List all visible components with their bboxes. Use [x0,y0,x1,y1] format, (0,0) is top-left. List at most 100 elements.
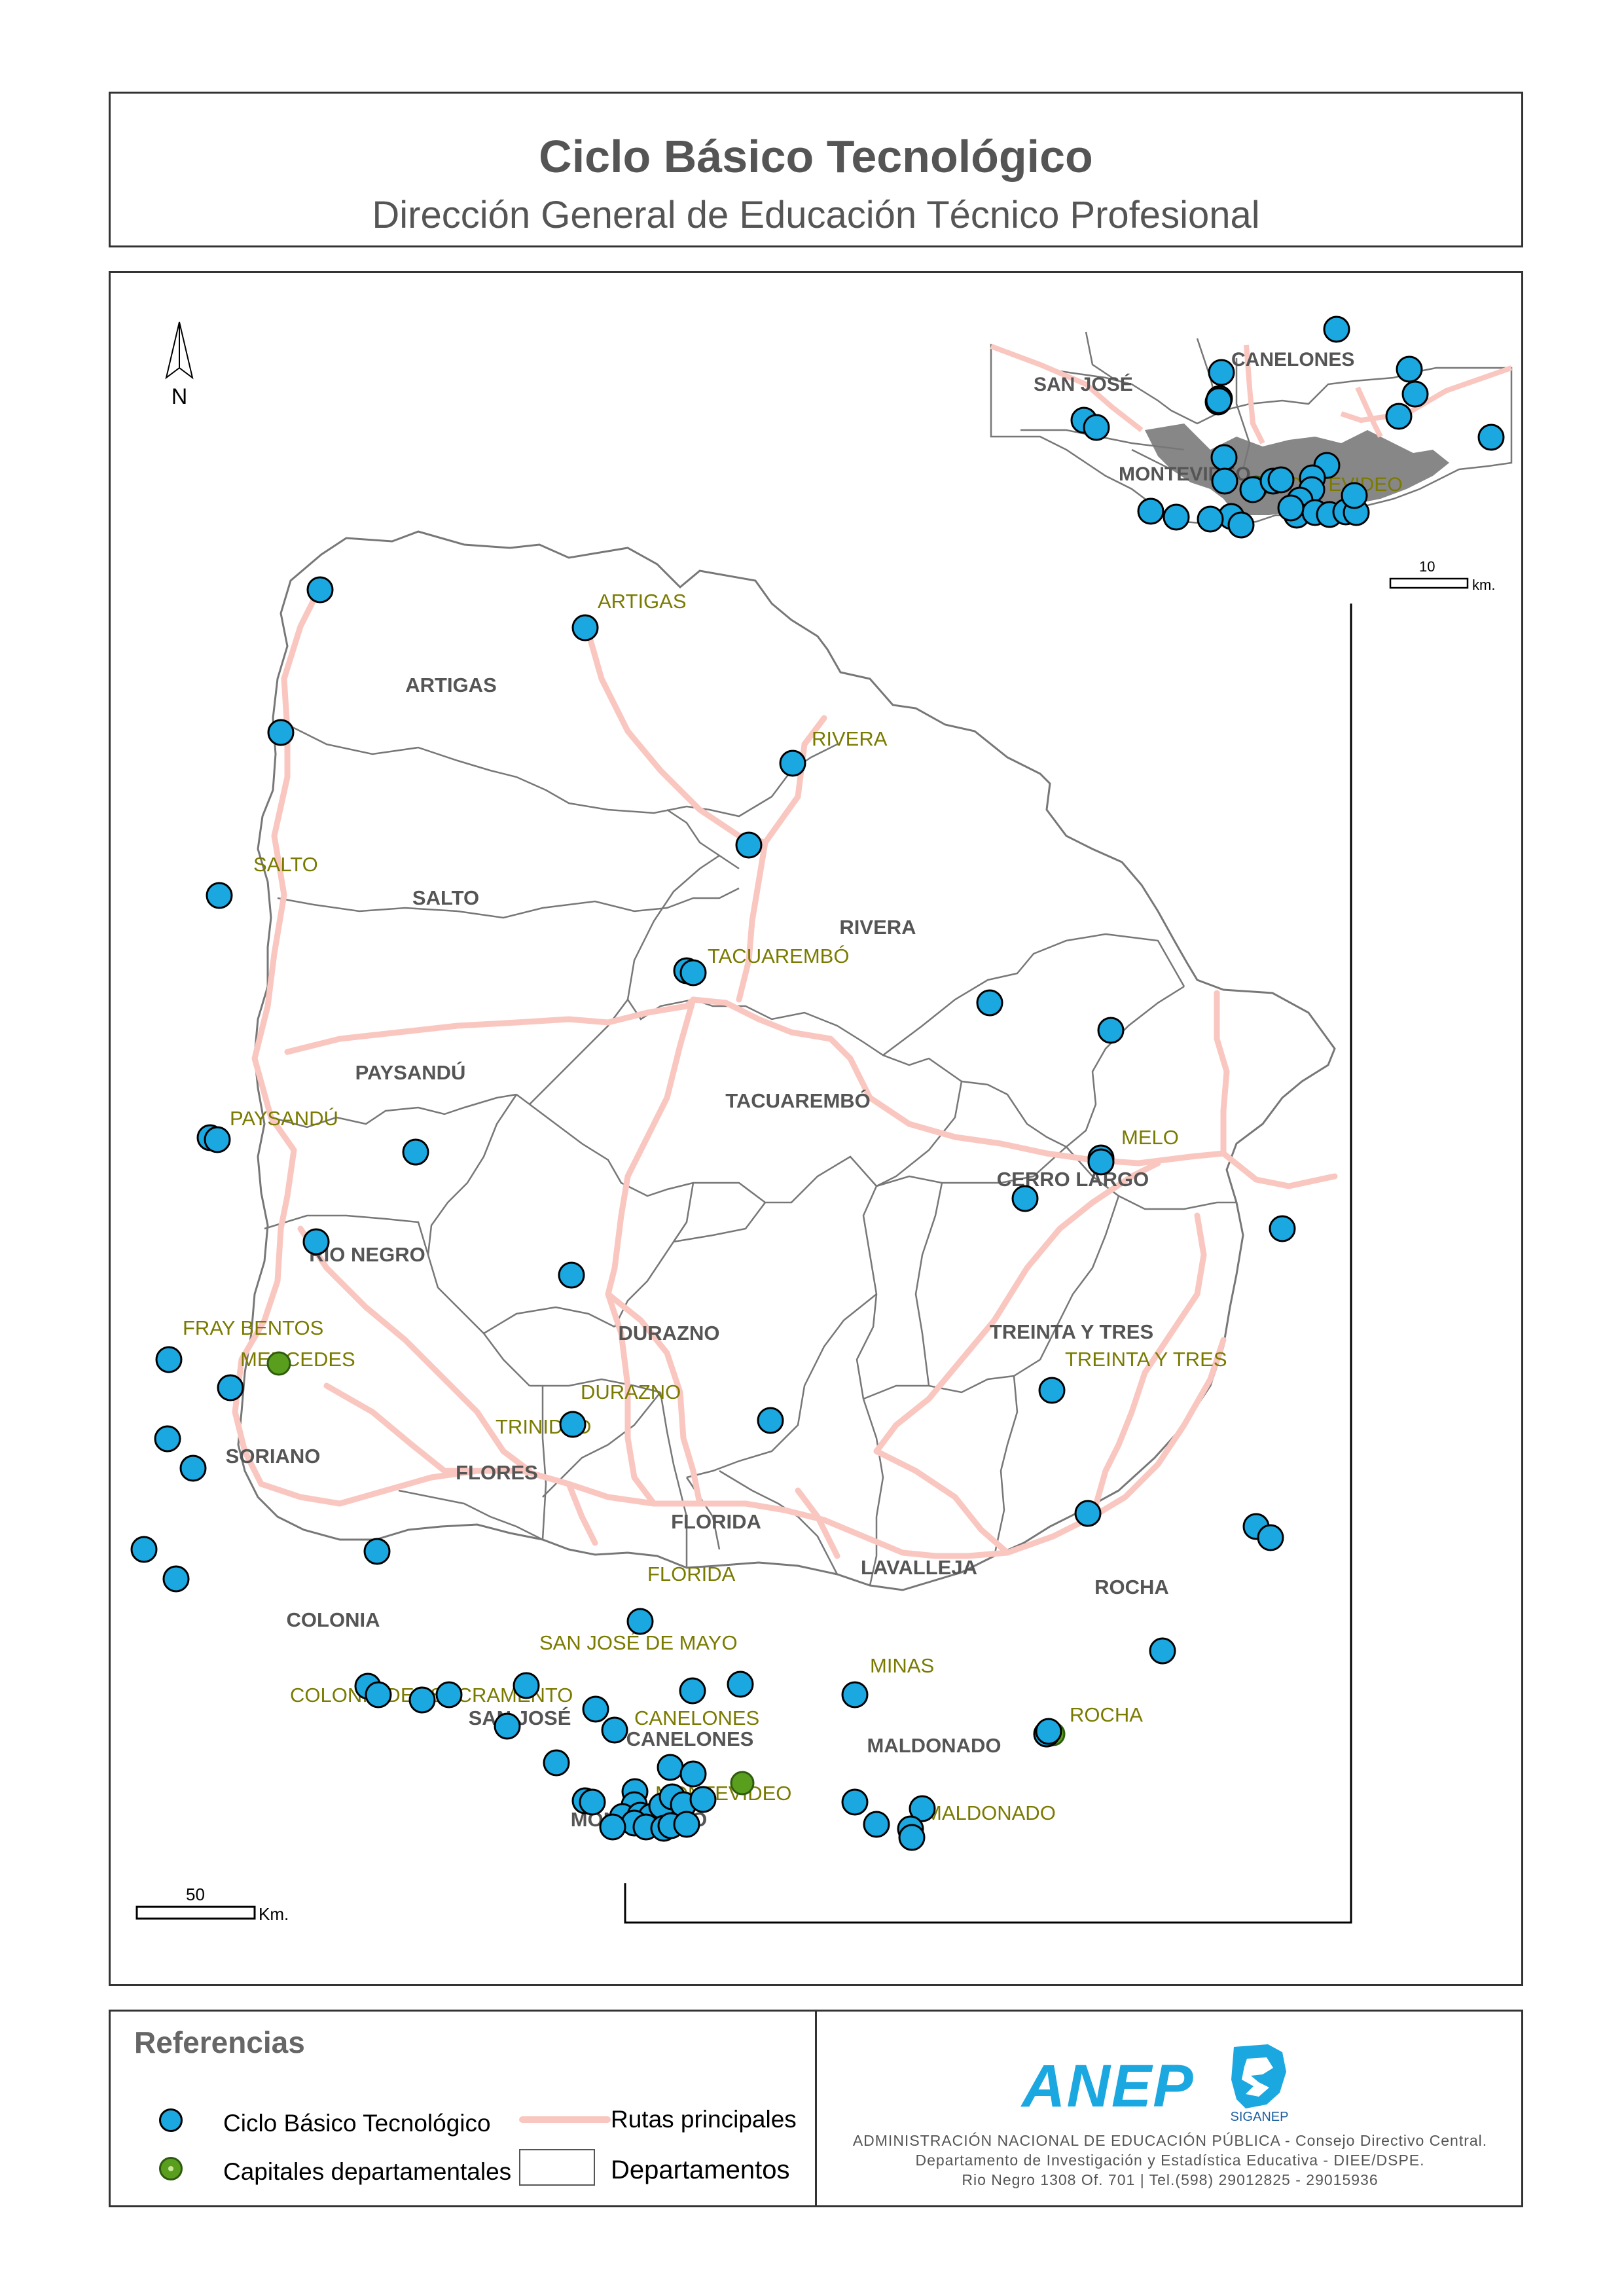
school-marker [1277,494,1305,522]
school-marker [1197,505,1224,533]
school-marker [841,1788,869,1816]
map-subtitle: Dirección General de Educación Técnico P… [372,194,1260,236]
inset-scale-bar [1389,577,1469,589]
capital-label: MINAS [870,1654,934,1677]
school-marker [1087,1148,1115,1176]
school-marker [1227,511,1255,539]
capital-label: ARTIGAS [598,590,687,613]
ciclo-basico-legend-label: Ciclo Básico Tecnológico [223,2110,491,2137]
capital-label: FLORIDA [647,1563,736,1585]
school-markers [130,576,1296,1851]
department-swatch [519,2149,595,2186]
school-marker [155,1346,183,1373]
institution-line-3: Rio Negro 1308 Of. 701 | Tel.(598) 29012… [962,2171,1379,2188]
school-marker [863,1811,890,1838]
school-marker [154,1425,181,1453]
school-marker [543,1749,570,1777]
school-marker [657,1754,684,1781]
school-marker [626,1608,654,1635]
capital-label: SAN JOSÉ DE MAYO [539,1631,738,1654]
school-marker [1208,359,1235,386]
inset-leader-line [624,604,1352,1924]
capital-marker [266,1351,291,1376]
school-marker [1011,1185,1039,1212]
dept-label: COLONIA [287,1608,380,1631]
school-marker [1137,497,1164,525]
capital-label: MERCEDES [240,1348,355,1371]
school-marker [571,614,599,642]
school-marker [582,1695,609,1723]
school-marker [365,1681,392,1708]
school-marker [735,831,763,859]
school-marker [162,1565,190,1593]
scale-bar: 50 Km. [135,1885,289,1924]
school-marker [1341,482,1368,509]
dept-label: SALTO [412,886,479,909]
school-marker [559,1411,586,1438]
school-marker [679,1760,707,1788]
north-arrow-icon: N [165,321,194,409]
school-marker [1211,467,1238,495]
school-marker [909,1795,936,1822]
institution-line-2: Departamento de Investigación y Estadíst… [915,2152,1425,2169]
capital-label: TREINTA Y TRES [1065,1348,1227,1371]
uruguay-map: ARTIGAS SALTO RIVERA PAYSANDÚ TACUAREMBÓ… [130,316,1513,1924]
dept-label: ROCHA [1094,1576,1169,1599]
dept-label: CANELONES [626,1727,754,1750]
school-marker [302,1228,330,1256]
school-marker [1149,1637,1176,1665]
school-marker [306,576,334,604]
school-marker [579,1788,606,1816]
dept-label: PAYSANDÚ [355,1060,466,1084]
school-marker [1205,387,1233,414]
school-marker [1074,1500,1102,1527]
map-panel: ARTIGAS SALTO RIVERA PAYSANDÚ TACUAREMBÓ… [109,271,1523,1986]
scale-bar-label: 50 [186,1885,205,1904]
capitales-legend-label: Capitales departamentales [223,2158,512,2185]
school-marker [435,1681,463,1708]
school-marker [1038,1377,1066,1404]
dept-label: FLORIDA [671,1510,761,1533]
capital-label: CANELONES [634,1707,759,1729]
inset-scale-unit: km. [1472,577,1495,593]
dept-label: LAVALLEJA [861,1556,977,1579]
school-marker [727,1671,754,1698]
inset-scale-label: 10 [1419,558,1435,575]
capital-marker [730,1771,755,1796]
title-panel: Ciclo Básico Tecnológico Dirección Gener… [109,92,1523,247]
legend-divider [815,2012,817,2205]
school-marker [1385,403,1413,430]
school-marker [363,1538,391,1565]
capital-label: MALDONADO [925,1801,1056,1824]
institution-line-1: ADMINISTRACIÓN NACIONAL DE EDUCACIÓN PÚB… [852,2132,1488,2149]
department-borders [264,723,1236,1586]
school-marker [1083,414,1110,441]
school-marker [1035,1718,1062,1745]
school-marker [673,1811,700,1838]
siganep-logo-text: SIGANEP [1230,2110,1289,2124]
inset-school-markers [1070,316,1505,539]
capital-label: DURAZNO [581,1381,681,1403]
rutas-legend-label: Rutas principales [611,2106,797,2133]
inset-dept-label: SAN JOSÉ [1034,373,1133,395]
inset-dept-label: CANELONES [1231,349,1354,370]
school-marker [1210,444,1238,471]
school-marker [976,989,1003,1017]
capital-label: SALTO [253,853,318,876]
school-marker [1477,424,1505,451]
school-marker [204,1126,231,1153]
school-marker [402,1138,429,1166]
dept-label: SORIANO [226,1445,321,1468]
capital-label: RIVERA [812,727,888,750]
capital-label: FRAY BENTOS [183,1316,323,1339]
dept-label: FLORES [456,1461,538,1484]
dept-label: MALDONADO [867,1734,1001,1757]
map-title: Ciclo Básico Tecnológico [539,131,1093,182]
legend-title: Referencias [134,2025,305,2059]
department-labels: ARTIGAS SALTO RIVERA PAYSANDÚ TACUAREMBÓ… [226,674,1169,1831]
dept-label: TACUAREMBÓ [725,1089,871,1112]
school-marker [179,1455,207,1482]
anep-logo: ANEP [1022,2053,1195,2120]
school-marker [267,719,295,746]
capital-swatch [159,2157,183,2180]
